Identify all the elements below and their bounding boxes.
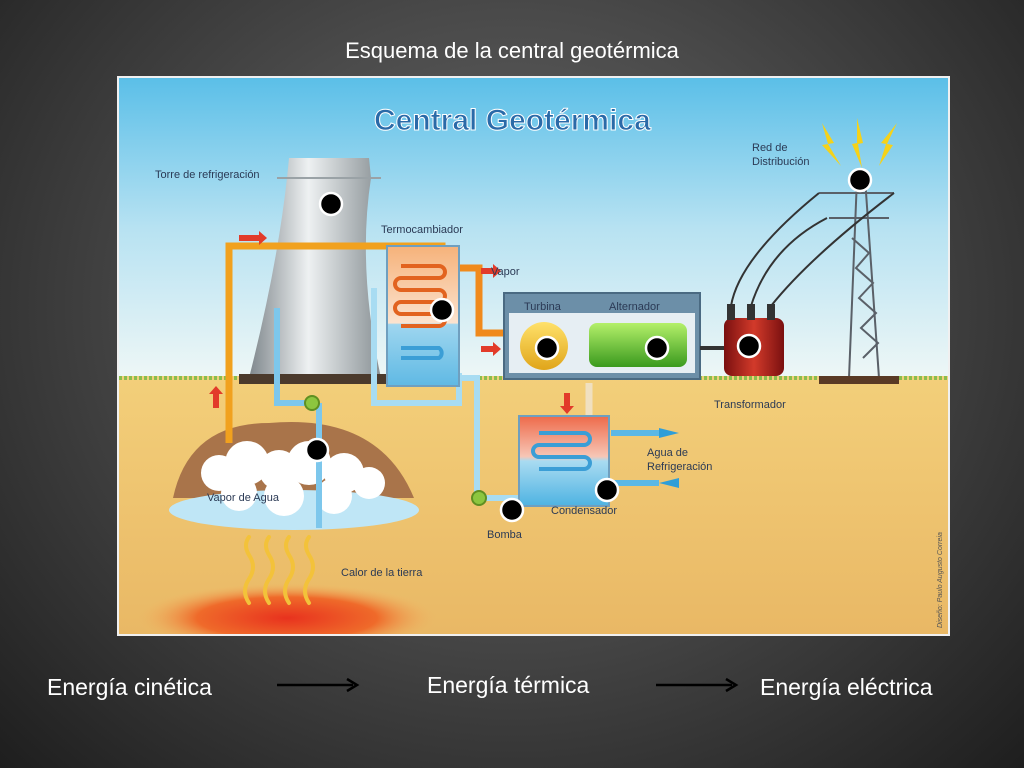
label-cooling-tower: Torre de refrigeración: [155, 169, 260, 181]
marker-dot: [304, 437, 330, 463]
marker-dot: [847, 167, 873, 193]
label-condenser: Condensador: [551, 505, 617, 517]
steam-to-turbine-pipe: [459, 264, 517, 337]
heat-arrows: [243, 535, 315, 605]
label-thermal-energy: Energía térmica: [427, 672, 590, 698]
marker-dot: [499, 497, 525, 523]
alternator: [589, 323, 687, 367]
flow-arrows: [209, 231, 574, 414]
label-heat-exchanger: Termocambiador: [381, 224, 463, 236]
diagram-heading: Central Geotérmica: [374, 104, 651, 137]
hx-return-pipe: [371, 288, 462, 406]
steam-clouds: [201, 441, 385, 516]
label-credit: Diseño: Paulo Augusto Correia: [937, 532, 944, 628]
earth-heat-glow: [137, 583, 437, 634]
label-alternator: Alternador: [609, 301, 660, 313]
label-earth-heat: Calor de la tierra: [341, 567, 423, 579]
pump-icon: [471, 490, 487, 506]
label-kinetic-energy: Energía cinética: [47, 674, 212, 700]
arrow-right-icon: [656, 677, 739, 693]
marker-dot: [318, 191, 344, 217]
marker-dot: [534, 335, 560, 361]
marker-dot: [736, 333, 762, 359]
label-pump: Bomba: [487, 529, 523, 541]
label-steam: Vapor: [491, 266, 520, 278]
marker-dots: [304, 167, 873, 523]
arrow-right-icon: [277, 677, 360, 693]
power-lines: [730, 192, 895, 307]
tower-base: [239, 374, 389, 384]
marker-dot: [594, 477, 620, 503]
marker-dot: [429, 297, 455, 323]
slide-title: Esquema de la central geotérmica: [345, 38, 679, 63]
cooling-tower: [249, 158, 381, 378]
label-grid-line1: Red de: [752, 142, 787, 154]
marker-dot: [644, 335, 670, 361]
return-pipe: [274, 308, 314, 406]
lightning-icon: [822, 118, 897, 168]
label-cooling-water-line1: Agua de: [647, 447, 688, 459]
geothermal-plant-diagram: Central Geotérmica: [117, 76, 950, 636]
label-grid-line2: Distribución: [752, 156, 809, 168]
label-cooling-water-line2: Refrigeración: [647, 461, 712, 473]
label-transformer: Transformador: [714, 399, 786, 411]
label-electric-energy: Energía eléctrica: [760, 674, 933, 700]
label-turbine: Turbina: [524, 301, 562, 313]
pump-icon-upper: [304, 395, 320, 411]
label-water-vapor: Vapor de Agua: [207, 492, 280, 504]
